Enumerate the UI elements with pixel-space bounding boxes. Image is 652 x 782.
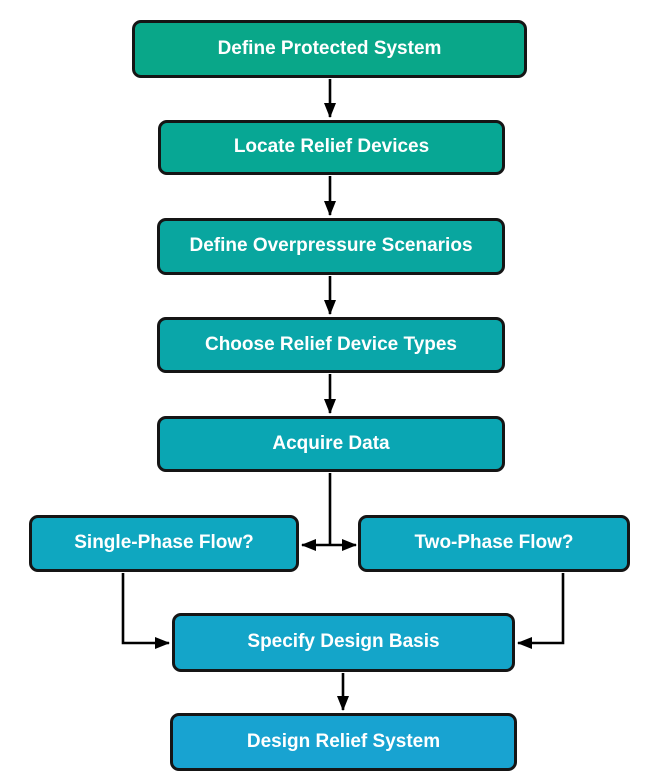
connector-single-phase-to-design-basis [121,573,170,649]
connector-two-phase-to-design-basis [517,573,565,649]
flow-node-acquire-data: Acquire Data [157,416,505,472]
flow-node-design-relief-system: Design Relief System [170,713,517,771]
flow-node-specify-design-basis: Specify Design Basis [172,613,515,672]
flow-node-choose-relief-device-types: Choose Relief Device Types [157,317,505,373]
flow-node-two-phase-flow: Two-Phase Flow? [358,515,630,572]
flow-node-single-phase-flow: Single-Phase Flow? [29,515,299,572]
flow-node-define-protected-system: Define Protected System [132,20,527,78]
flow-node-locate-relief-devices: Locate Relief Devices [158,120,505,175]
flow-node-define-overpressure-scenarios: Define Overpressure Scenarios [157,218,505,275]
